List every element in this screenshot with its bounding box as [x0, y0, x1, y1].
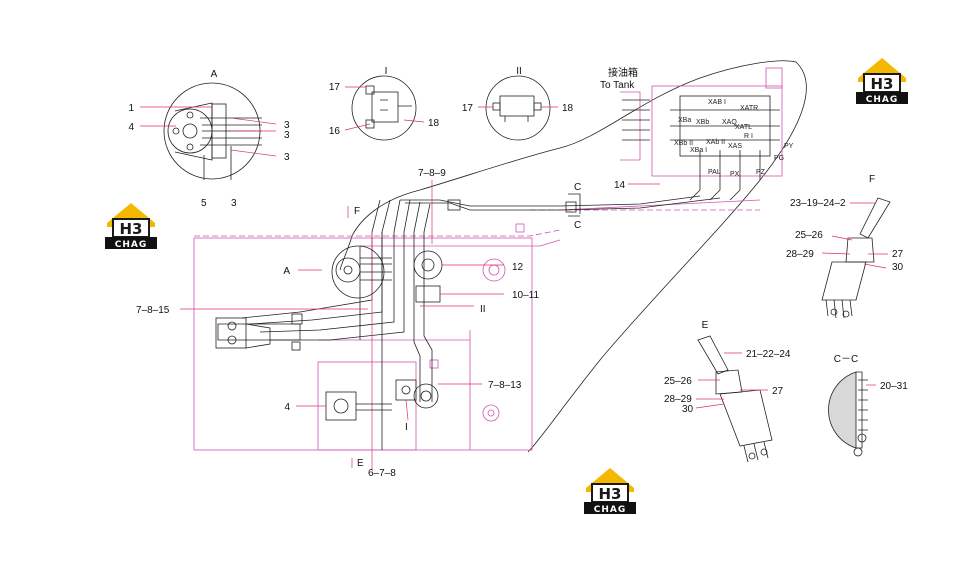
callout-7-8-9: 7–8–9	[418, 168, 446, 179]
right-joystick-assembly: 12	[413, 250, 524, 280]
detail-view-e: E 21–22–24 25–26 27 28–29 30	[664, 320, 791, 463]
detail-view-a: A 1 4 3 3 3 5 3	[128, 69, 290, 209]
view-i-callout-17: 17	[329, 82, 341, 93]
view-e-callout-28-29: 28–29	[664, 394, 692, 405]
view-a-callout-4: 4	[128, 122, 134, 133]
callout-7-8-13: 7–8–13	[488, 380, 522, 391]
callout-4: 4	[284, 402, 290, 413]
view-f-callout-25-26: 25–26	[795, 230, 823, 241]
port-r1: R I	[744, 133, 753, 140]
port-xbb: XBb	[696, 119, 709, 126]
view-f-callout-30: 30	[892, 262, 904, 273]
brand-logo-top-right: H3 CHAG	[855, 57, 909, 105]
port-xba: XBa	[678, 117, 691, 124]
port-pg: PG	[774, 155, 784, 162]
view-a-callout-3a: 3	[284, 120, 290, 131]
logo-text: CHAG	[115, 240, 148, 250]
cab-outline	[339, 60, 807, 453]
logo-text: CHAG	[594, 505, 627, 515]
pilot-valve-ii: 10–11 II	[415, 285, 540, 315]
callout-14: 14	[614, 180, 626, 191]
port-pz: PZ	[756, 169, 766, 176]
view-a-callout-1: 1	[128, 103, 134, 114]
view-e-arrow: E 6–7–8	[351, 458, 396, 479]
section-c-top: C	[574, 182, 581, 193]
main-view-a-callout: A	[283, 266, 290, 277]
view-cc-callout-20-31: 20–31	[880, 381, 908, 392]
view-a-callout-3c: 3	[284, 152, 290, 163]
callout-12: 12	[512, 262, 524, 273]
view-f-title: F	[869, 174, 875, 185]
detail-view-c-c: C－C 20–31	[828, 354, 908, 457]
section-c-bottom: C	[574, 220, 581, 231]
view-e-callout-21-22-24: 21–22–24	[746, 349, 791, 360]
chassis-outline	[193, 199, 761, 451]
port-xatl: XATL	[735, 124, 752, 131]
travel-pilot-valve: 7–8–13	[413, 380, 522, 409]
boom-pilot-line: 7–8–15	[136, 305, 368, 351]
port-pal: PAL	[708, 169, 721, 176]
view-e-title: E	[702, 320, 709, 331]
view-e-callout-30: 30	[682, 404, 694, 415]
port-xab1: XAB I	[708, 99, 726, 106]
callout-14-group: 14	[614, 180, 660, 191]
detail-view-ii: II 17 18	[462, 66, 574, 141]
callout-i-marker: I	[405, 422, 408, 433]
callout-ii-marker: II	[480, 304, 486, 315]
logo-mark: H3	[871, 75, 894, 93]
view-i-callout-16: 16	[329, 126, 341, 137]
port-py: PY	[784, 143, 794, 150]
view-a-callout-3b: 3	[284, 130, 290, 141]
port-px: PX	[730, 171, 740, 178]
view-ii-callout-17: 17	[462, 103, 474, 114]
logo-text: CHAG	[866, 95, 899, 105]
left-joystick-assembly: A	[283, 245, 392, 299]
control-valve-block: XAB I XATR XBa XBb XAQ XATL R I XAb II X…	[620, 67, 794, 201]
view-i-callout-18: 18	[428, 118, 440, 129]
view-e-callout-27: 27	[772, 386, 784, 397]
logo-mark: H3	[120, 220, 143, 238]
view-e-arrow-label: E	[357, 458, 364, 469]
view-a-title: A	[211, 69, 218, 80]
callout-10-11: 10–11	[512, 290, 540, 301]
to-tank-label: 接油箱 To Tank	[600, 66, 638, 91]
pilot-valve-i: I	[395, 379, 417, 433]
pedal-assembly: 4	[284, 391, 392, 421]
callout-7-8-15: 7–8–15	[136, 305, 170, 316]
view-ii-callout-18: 18	[562, 103, 574, 114]
view-f-arrow: F	[347, 206, 360, 218]
tank-label-en: To Tank	[600, 80, 635, 91]
view-f-callout-23-19-24-2: 23–19–24–2	[790, 198, 846, 209]
port-xbb2: XBb II	[674, 140, 693, 147]
detail-view-i: I 17 16 18	[329, 66, 440, 141]
port-xas: XAS	[728, 143, 742, 150]
view-i-title: I	[385, 66, 388, 77]
detail-view-f: F 23–19–24–2 25–26 28–29 27 30	[786, 174, 904, 319]
tank-label-cn: 接油箱	[608, 66, 638, 79]
view-e-callout-25-26: 25–26	[664, 376, 692, 387]
logo-mark: H3	[599, 485, 622, 503]
callout-7-8-9-group: 7–8–9	[418, 168, 446, 244]
view-ii-title: II	[516, 66, 522, 77]
section-c-markers: C C	[447, 182, 581, 231]
port-xatr: XATR	[740, 105, 758, 112]
callout-6-7-8: 6–7–8	[368, 468, 396, 479]
brand-logo-left: H3 CHAG	[104, 202, 158, 250]
hose-bundle	[241, 195, 721, 470]
view-f-callout-28-29: 28–29	[786, 249, 814, 260]
port-xba1: XBa I	[690, 147, 707, 154]
port-xaq: XAQ	[722, 119, 737, 126]
view-f-callout-27: 27	[892, 249, 904, 260]
brand-logo-bottom: H3 CHAG	[583, 467, 637, 515]
view-cc-title: C－C	[834, 354, 858, 365]
view-f-arrow-label: F	[354, 206, 360, 217]
view-a-callout-3d: 3	[231, 198, 237, 209]
view-a-callout-5: 5	[201, 198, 207, 209]
port-xab2: XAb II	[706, 139, 725, 146]
